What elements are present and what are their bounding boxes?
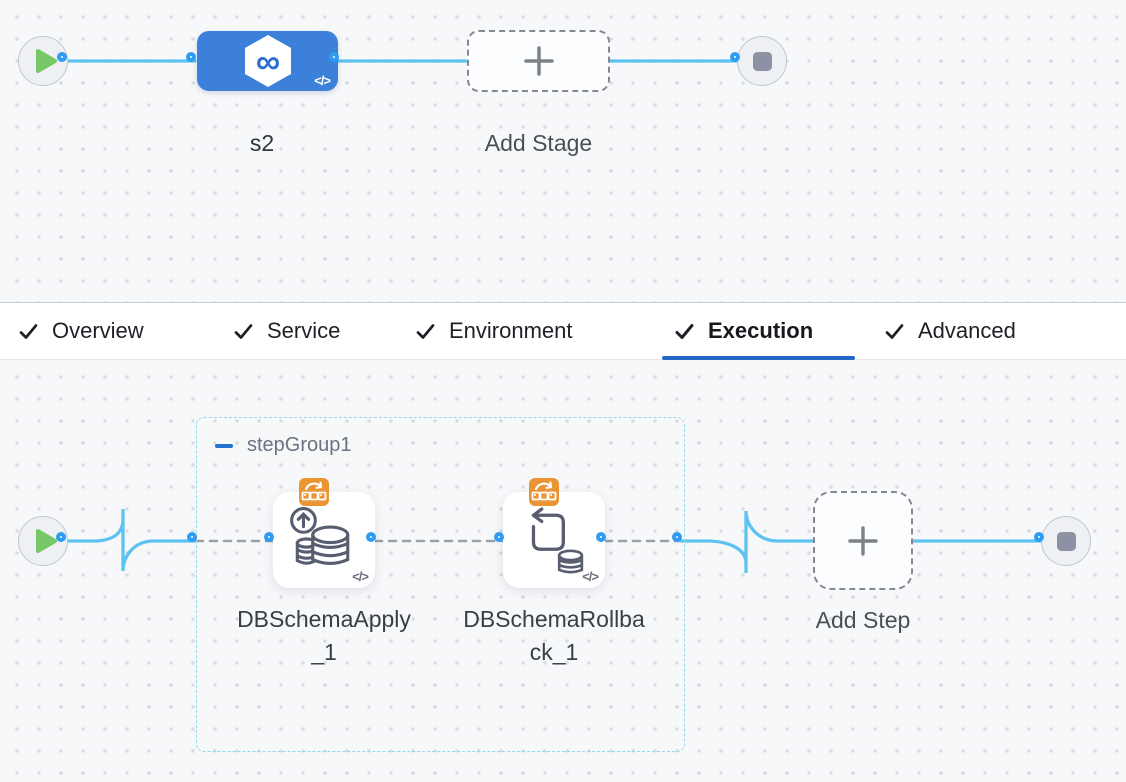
db-devops-badge-icon [299, 478, 329, 506]
play-icon [35, 49, 57, 73]
add-step-label: Add Step [815, 607, 911, 633]
stage-config-tabbar: Overview Service Environment Execution A… [0, 302, 1126, 360]
stop-icon [1056, 531, 1076, 551]
collapse-minus-icon[interactable] [215, 443, 233, 448]
tab-overview[interactable]: Overview [18, 303, 144, 359]
db-devops-badge-icon [529, 478, 559, 506]
stage-node-s2[interactable]: ∞ </> [197, 31, 338, 91]
tab-advanced[interactable]: Advanced [884, 303, 1016, 359]
step-node-dbschemarollback[interactable]: </> [503, 478, 605, 588]
connector-port[interactable] [57, 52, 67, 62]
stop-icon [752, 51, 772, 71]
play-icon [35, 529, 57, 553]
connector-port[interactable] [264, 532, 274, 542]
execution-graph-canvas: stepGroup1 [0, 360, 1126, 782]
step-node-dbschemaapply[interactable]: </> [273, 478, 375, 588]
tab-execution[interactable]: Execution [674, 303, 813, 359]
add-stage-label: Add Stage [484, 130, 593, 156]
step-group-container: stepGroup1 [196, 417, 685, 752]
execution-end-node[interactable] [1041, 516, 1091, 566]
connector-port[interactable] [1034, 532, 1044, 542]
add-step-button[interactable] [813, 491, 913, 590]
svg-text:∞: ∞ [255, 43, 279, 81]
tab-environment[interactable]: Environment [415, 303, 573, 359]
connector-port[interactable] [596, 532, 606, 542]
tab-service[interactable]: Service [233, 303, 340, 359]
check-icon [675, 323, 694, 339]
stage-name-label: s2 [249, 130, 275, 156]
yaml-code-icon: </> [352, 569, 369, 584]
plus-icon [523, 46, 554, 76]
connector-port[interactable] [366, 532, 376, 542]
check-icon [19, 323, 38, 339]
connector-port[interactable] [187, 532, 197, 542]
connector-port[interactable] [494, 532, 504, 542]
step-name-label: DBSchemaApply_1 [237, 606, 411, 665]
db-schema-apply-icon [290, 507, 350, 565]
check-icon [416, 323, 435, 339]
connector-port[interactable] [730, 52, 740, 62]
connector-port[interactable] [186, 52, 196, 62]
step-group-header: stepGroup1 [215, 434, 352, 457]
plus-icon [848, 525, 878, 556]
step-group-name: stepGroup1 [247, 434, 352, 456]
yaml-code-icon: </> [314, 73, 331, 88]
add-stage-button[interactable] [467, 30, 610, 92]
connector-port[interactable] [56, 532, 66, 542]
cd-hexagon-icon: ∞ [244, 35, 291, 87]
yaml-code-icon: </> [582, 569, 599, 584]
pipeline-end-node[interactable] [737, 36, 787, 86]
active-tab-indicator [662, 356, 855, 360]
step-name-label: DBSchemaRollback_1 [463, 606, 645, 665]
connector-port[interactable] [672, 532, 682, 542]
check-icon [885, 323, 904, 339]
stage-graph-canvas: ∞ </> s2 Add Stage [0, 0, 1126, 302]
db-schema-rollback-icon [531, 507, 584, 574]
connector-port[interactable] [329, 52, 339, 62]
check-icon [234, 323, 253, 339]
